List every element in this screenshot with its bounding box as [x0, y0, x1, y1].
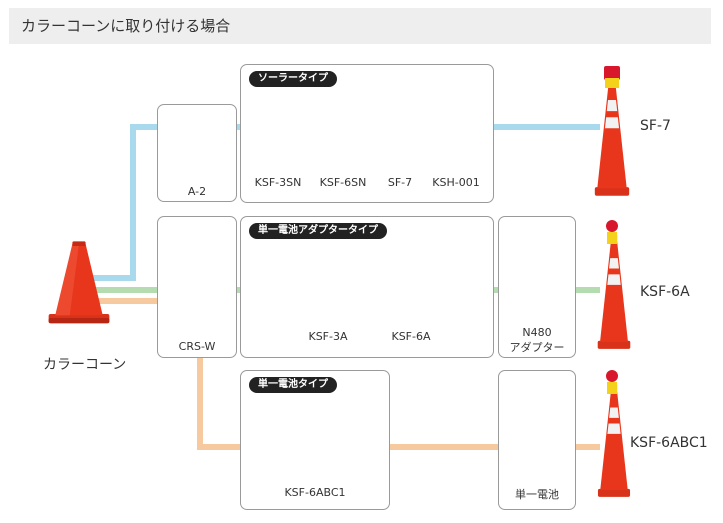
adapter-item-label: KSF-3A	[308, 330, 348, 343]
solar-item-label: KSF-6SN	[319, 176, 367, 189]
ksf6a-lamp-illustration	[606, 220, 618, 244]
solar-type-box: ソーラータイプ	[240, 64, 494, 203]
battery-type-title: 単一電池タイプ	[249, 377, 337, 393]
ksf6a-cone-illustration	[597, 234, 631, 349]
ksf6a-result-label: KSF-6A	[640, 284, 690, 300]
battery-type-box: 単一電池タイプ	[240, 370, 390, 510]
sf7-result-label: SF-7	[640, 118, 671, 134]
solar-item-label: KSF-3SN	[254, 176, 302, 189]
solar-item-label: KSH-001	[432, 176, 480, 189]
battery-item-label: KSF-6ABC1	[284, 486, 346, 499]
crsw-label: CRS-W	[178, 340, 216, 353]
n480-sublabel: アダプター	[509, 341, 565, 354]
section-header: カラーコーンに取り付ける場合	[9, 8, 711, 44]
a2-label: A-2	[187, 185, 207, 198]
adapter-type-title: 単一電池アダプタータイプ	[249, 223, 387, 239]
adapter-item-label: KSF-6A	[391, 330, 431, 343]
battery-box	[498, 370, 576, 510]
diagram: ソーラータイプ 単一電池アダプタータイプ 単一電池タイプ A-2 CRS-W K…	[0, 52, 723, 523]
n480-adapter-box	[498, 216, 576, 358]
ksf6abc1-cone-illustration	[597, 384, 631, 497]
a2-adapter-box	[157, 104, 237, 202]
ksf6abc1-result-label: KSF-6ABC1	[630, 435, 708, 451]
sf7-cone-illustration	[594, 75, 630, 196]
n480-label: N480	[522, 326, 552, 339]
battery-label: 単一電池	[515, 488, 559, 501]
color-cone-label: カラーコーン	[43, 357, 127, 373]
adapter-type-box: 単一電池アダプタータイプ	[240, 216, 494, 358]
solar-type-title: ソーラータイプ	[249, 71, 337, 87]
solar-item-label: SF-7	[387, 176, 413, 189]
ksf6abc1-lamp-illustration	[606, 370, 618, 394]
crsw-adapter-box	[157, 216, 237, 358]
section-title: カラーコーンに取り付ける場合	[21, 17, 231, 35]
color-cone-illustration	[48, 241, 110, 324]
sf7-lamp-illustration	[604, 66, 620, 88]
